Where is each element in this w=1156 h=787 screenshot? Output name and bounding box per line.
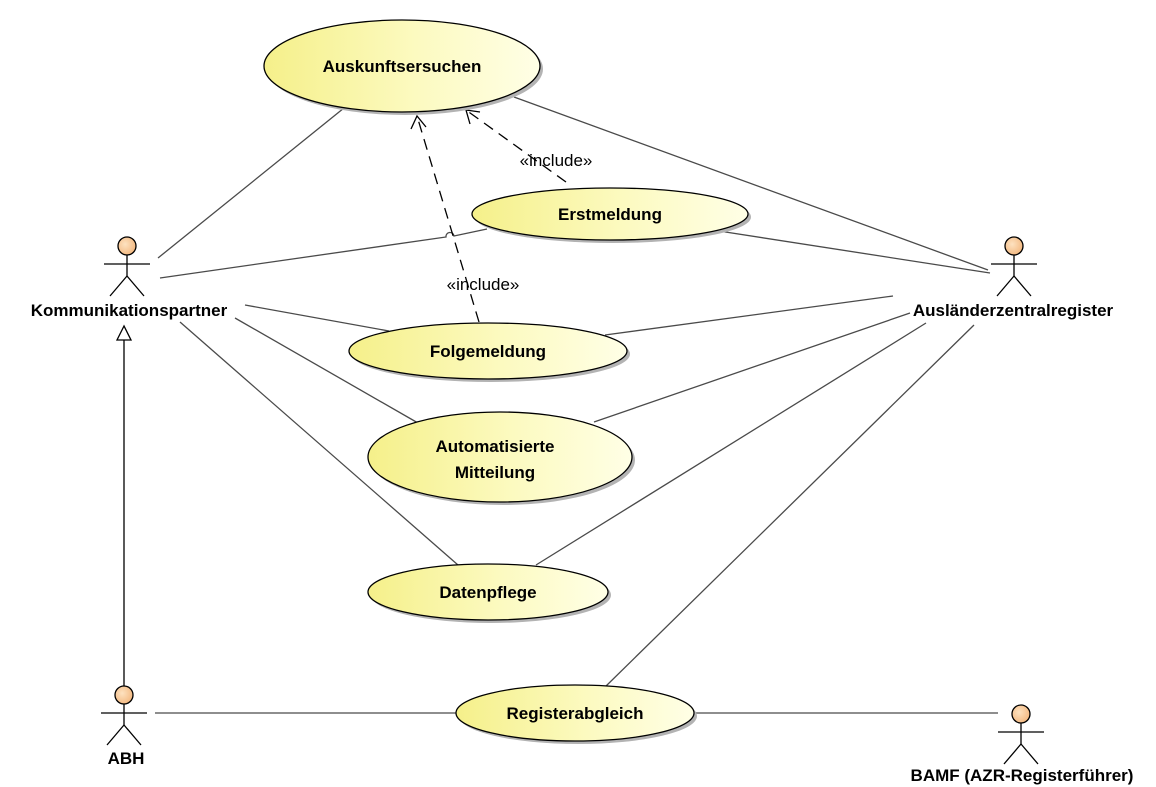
use-case-label: Folgemeldung — [430, 342, 546, 361]
use-case-label-line1: Automatisierte — [435, 437, 554, 456]
use-case-label: Datenpflege — [439, 583, 536, 602]
use-case-registerabgleich[interactable]: Registerabgleich — [455, 684, 697, 744]
use-case-folgemeldung[interactable]: Folgemeldung — [348, 322, 630, 382]
assoc-kp-automatisierte — [234, 317, 419, 424]
actor-label: BAMF (AZR-Registerführer) — [911, 766, 1134, 785]
use-case-label-line2: Mitteilung — [455, 463, 535, 482]
actor-icon — [998, 704, 1044, 765]
actor-icon — [101, 685, 147, 746]
actor-icon — [991, 236, 1037, 297]
use-case-label: Auskunftsersuchen — [323, 57, 482, 76]
generalization-abh-kp — [115, 324, 133, 686]
assoc-azr-registerabgleich — [603, 324, 975, 689]
actor-label: ABH — [108, 749, 145, 768]
actor-icon — [104, 236, 150, 297]
assoc-kp-folgemeldung — [244, 304, 390, 332]
assoc-kp-auskunftsersuchen — [157, 107, 345, 259]
actor-label: Ausländerzentralregister — [913, 301, 1114, 320]
assoc-kp-erstmeldung — [159, 228, 488, 279]
include-erstmeldung-auskunftsersuchen — [465, 109, 567, 183]
associations — [155, 96, 998, 714]
actor-label: Kommunikationspartner — [31, 301, 228, 320]
actor-kommunikationspartner[interactable]: Kommunikationspartner — [31, 236, 228, 320]
actor-abh[interactable]: ABH — [101, 685, 147, 768]
assoc-azr-datenpflege — [535, 322, 927, 566]
actor-bamf[interactable]: BAMF (AZR-Registerführer) — [911, 704, 1134, 785]
use-case-auskunftsersuchen[interactable]: Auskunftsersuchen — [263, 19, 543, 115]
use-case-erstmeldung[interactable]: Erstmeldung — [471, 187, 751, 243]
assoc-kp-datenpflege — [179, 321, 459, 566]
include-label-1: «include» — [520, 151, 593, 170]
assoc-azr-auskunftsersuchen — [513, 96, 989, 271]
actor-auslaenderzentralregister[interactable]: Ausländerzentralregister — [913, 236, 1114, 320]
assoc-azr-automatisierte — [593, 312, 911, 423]
assoc-azr-folgemeldung — [604, 295, 894, 336]
use-case-label: Registerabgleich — [507, 704, 644, 723]
use-case-label: Erstmeldung — [558, 205, 662, 224]
assoc-azr-erstmeldung — [718, 230, 991, 274]
use-case-automatisierte-mitteilung[interactable]: Automatisierte Mitteilung — [367, 411, 635, 505]
use-case-datenpflege[interactable]: Datenpflege — [367, 563, 611, 623]
include-label-2: «include» — [447, 275, 520, 294]
